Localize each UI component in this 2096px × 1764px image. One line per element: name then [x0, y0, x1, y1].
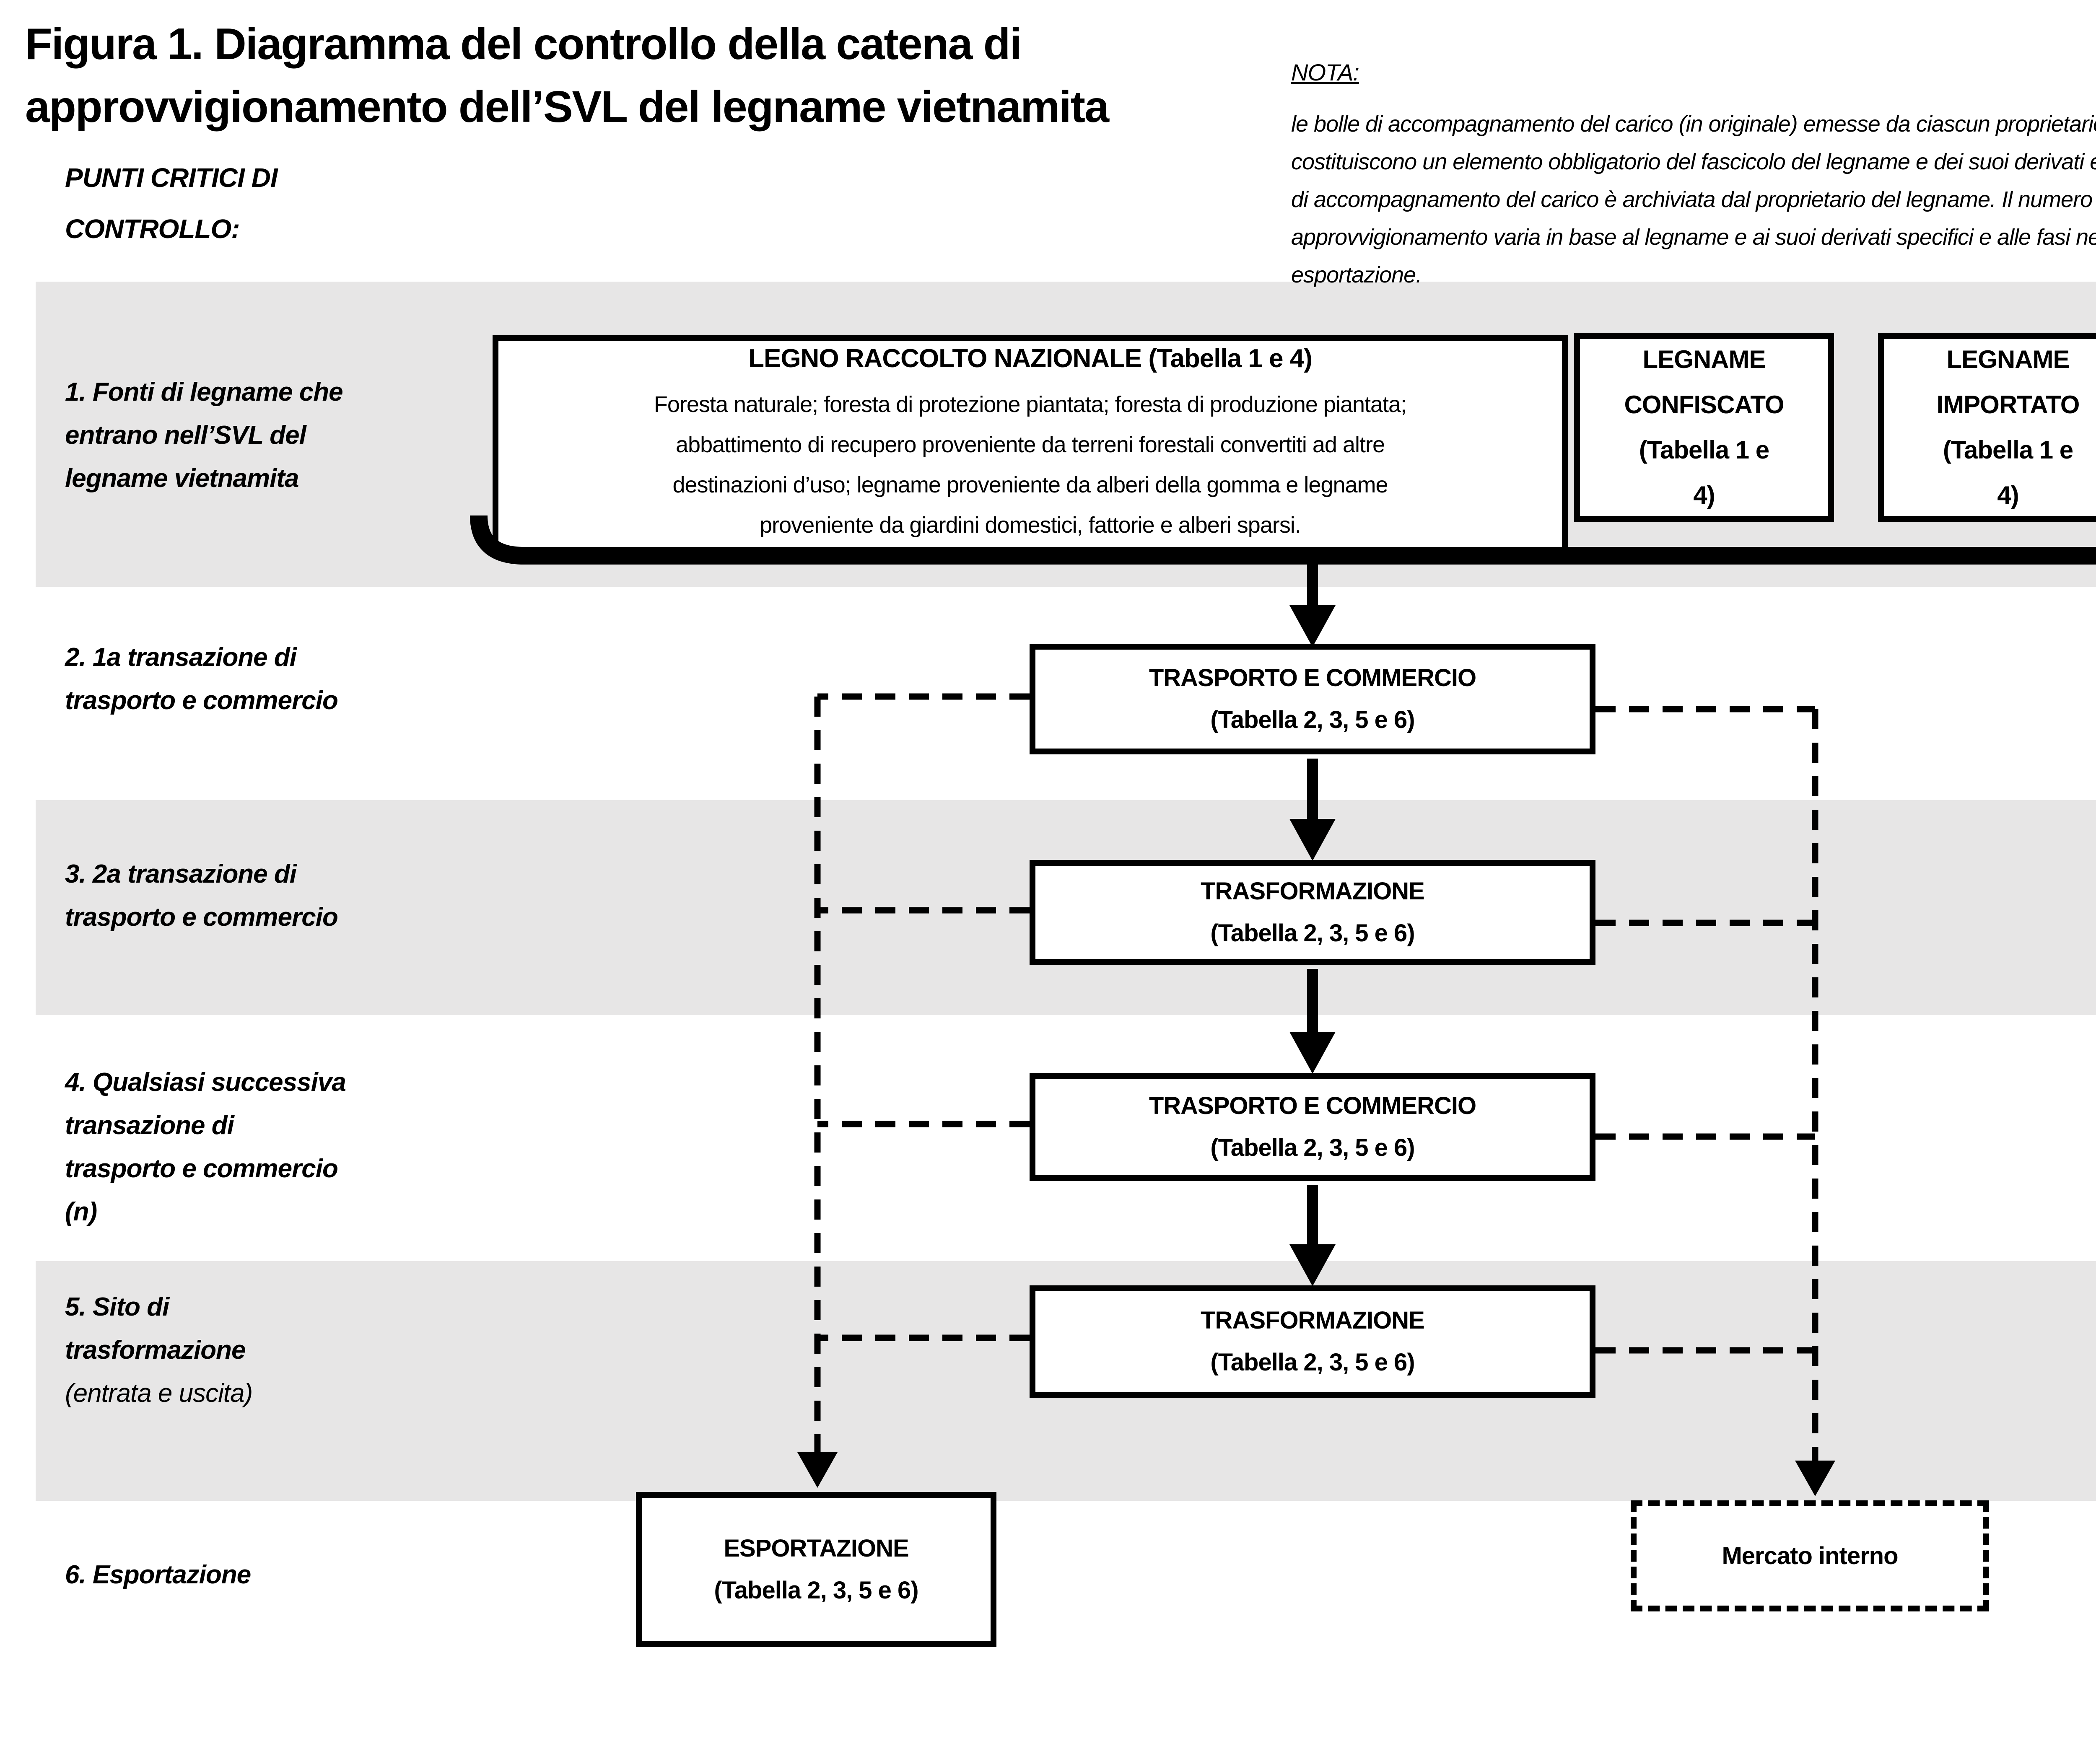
control-points-heading: PUNTI CRITICI DI CONTROLLO: [65, 163, 278, 244]
step-label-5-sub: (entrata e uscita) [65, 1379, 253, 1408]
step-label-1: 1. Fonti di legname che entrano nell’SVL… [65, 378, 343, 493]
flow-box-domestic-harvest: LEGNO RACCOLTO NAZIONALE (Tabella 1 e 4)… [493, 335, 1568, 553]
figure-title: Figura 1. Diagramma del controllo della … [25, 19, 1109, 132]
flow-box-transport-trade-1: TRASPORTO E COMMERCIO (Tabella 2, 3, 5 e… [1030, 644, 1595, 754]
domestic-harvest-body: Foresta naturale; foresta di protezione … [654, 391, 1407, 538]
flow-box-transformation-1: TRASFORMAZIONE (Tabella 2, 3, 5 e 6) [1030, 860, 1595, 965]
step-label-5-main: 5. Sito di trasformazione [65, 1293, 246, 1365]
flow-box-imported-timber: LEGNAME IMPORTATO (Tabella 1 e 4) [1878, 333, 2096, 522]
note-body: le bolle di accompagnamento del carico (… [1291, 111, 2096, 288]
step-label-6: 6. Esportazione [65, 1560, 251, 1589]
domestic-harvest-title: LEGNO RACCOLTO NAZIONALE (Tabella 1 e 4) [748, 344, 1313, 373]
note-label: NOTA: [1291, 59, 1359, 85]
flow-box-export: ESPORTAZIONE (Tabella 2, 3, 5 e 6) [636, 1492, 996, 1647]
flow-box-confiscated-timber: LEGNAME CONFISCATO (Tabella 1 e 4) [1574, 333, 1834, 522]
step-label-4: 4. Qualsiasi successiva transazione di t… [65, 1068, 346, 1226]
flow-box-domestic-market: Mercato interno [1631, 1500, 1989, 1611]
flow-box-transport-trade-2: TRASPORTO E COMMERCIO (Tabella 2, 3, 5 e… [1030, 1073, 1595, 1181]
step-label-3: 3. 2a transazione di trasporto e commerc… [65, 860, 338, 932]
flow-box-transformation-2: TRASFORMAZIONE (Tabella 2, 3, 5 e 6) [1030, 1285, 1595, 1398]
step-label-2: 2. 1a transazione di trasporto e commerc… [65, 643, 338, 715]
step-label-5: 5. Sito di trasformazione (entrata e usc… [65, 1285, 509, 1415]
